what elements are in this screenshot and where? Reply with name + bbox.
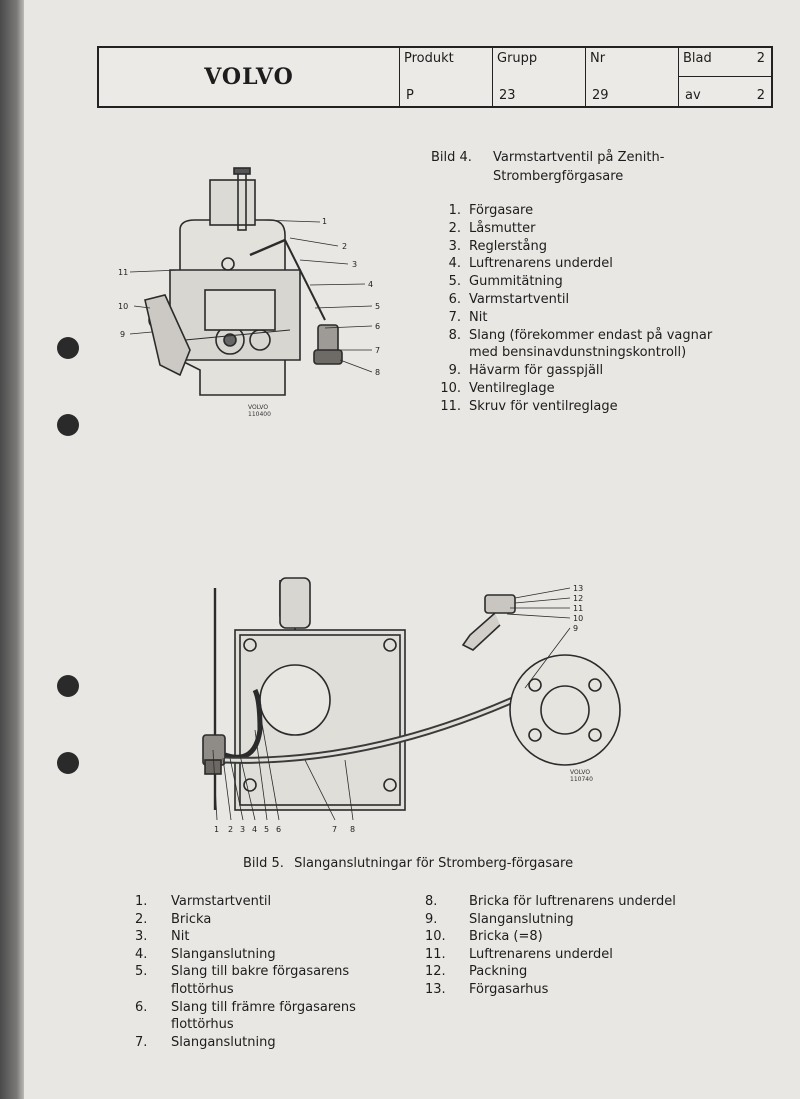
blad-label: Blad [683,51,712,66]
blad-cell: Blad 2 av 2 [679,48,771,106]
list-item: 9.Slanganslutning [425,911,574,927]
callout-10: 10 [118,302,128,311]
produkt-value: P [406,88,414,103]
figure-5-caption: Bild 5. Slanganslutningar för Stromberg-… [243,856,573,871]
callout-6: 6 [276,825,281,834]
callout-5: 5 [264,825,269,834]
callout-1: 1 [214,825,219,834]
figure-4-code: 110400 [248,411,271,418]
callout-4: 4 [368,280,373,289]
callout-2: 2 [342,242,347,251]
list-item: 1.Varmstartventil [135,894,272,909]
callout-3: 3 [352,260,357,269]
binder-edge [0,0,24,1099]
list-item: 10.Ventilreglage [440,380,555,396]
list-item: 9.Hävarm för gasspjäll [448,363,604,379]
figure-5-hose-connections-drawing: 13 12 11 10 9 1 2 3 4 5 6 7 8 VOLVO 1107… [202,577,621,834]
nr-cell: Nr 29 [586,48,679,106]
list-item: 2.Bricka [135,911,212,927]
callout-2: 2 [228,825,233,834]
figure-4-carburettor-drawing: 1 2 3 4 5 6 7 8 9 10 11 VOLVO 110400 [118,167,380,418]
list-item: 11.Luftrenarens underdel [425,946,613,962]
av-value: 2 [756,88,765,103]
list-item: 10.Bricka (=8) [425,929,543,945]
callout-4: 4 [252,825,257,834]
figure-5-legend-left: 1.Varmstartventil 2.Bricka 3.Nit 4.Slang… [135,893,385,1051]
list-item: 4.Slanganslutning [135,946,276,962]
brand-logo: VOLVO [99,48,400,106]
figure-5-code: 110740 [570,776,593,783]
blad-value: 2 [756,51,765,66]
figure-5-logo: VOLVO [570,769,590,776]
callout-11: 11 [118,268,128,277]
callout-8: 8 [375,368,380,377]
list-item: 6.Slang till främre förgasarens [135,999,356,1015]
produkt-label: Produkt [404,51,454,66]
figure-4-label: Bild 4. [431,150,472,165]
callout-9: 9 [573,624,578,633]
punch-hole [57,414,79,436]
list-item: 2.Låsmutter [448,220,536,236]
list-item: med bensinavdunstningskontroll) [469,345,687,361]
list-item: 13.Förgasarhus [425,981,549,997]
callout-12: 12 [573,594,583,603]
grupp-cell: Grupp 23 [493,48,586,106]
figure-5-title: Slanganslutningar för Stromberg-förgasar… [294,856,574,871]
figure-4-caption: Bild 4. Varmstartventil på Zenith- Stromb… [431,148,664,186]
list-item: flottörhus [171,1017,234,1033]
produkt-cell: Produkt P [400,48,493,106]
list-item: 4.Luftrenarens underdel [448,256,613,272]
list-item: 8.Slang (förekommer endast på vagnar [448,327,713,343]
callout-8: 8 [350,825,355,834]
list-item: 5.Gummitätning [448,274,563,290]
punch-hole [57,675,79,697]
nr-label: Nr [590,51,606,66]
list-item: 8.Bricka för luftrenarens underdel [425,894,676,909]
list-item: 1.Förgasare [448,203,534,218]
grupp-label: Grupp [497,51,538,66]
list-item: 7.Slanganslutning [135,1034,276,1050]
list-item: 11.Skruv för ventilreglage [440,398,618,414]
list-item: flottörhus [171,981,234,997]
callout-6: 6 [375,322,380,331]
av-label: av [685,88,701,103]
figure-4-logo: VOLVO [248,404,268,411]
callout-5: 5 [375,302,380,311]
callout-9: 9 [120,330,125,339]
document-header: VOLVO Produkt P Grupp 23 Nr 29 Blad 2 av… [97,46,773,108]
figure-5-legend-right: 8.Bricka för luftrenarens underdel 9.Sla… [425,893,705,999]
list-item: 3.Nit [135,929,190,945]
list-item: 7.Nit [448,309,488,325]
callout-11: 11 [573,604,583,613]
list-item: 5.Slang till bakre förgasarens [135,964,350,980]
list-item: 3.Reglerstång [448,238,547,254]
callout-13: 13 [573,584,583,593]
callout-1: 1 [322,217,327,226]
nr-value: 29 [592,88,609,103]
list-item: 6.Varmstartventil [448,291,570,307]
callout-3: 3 [240,825,245,834]
punch-hole [57,337,79,359]
list-item: 12.Packning [425,964,528,980]
grupp-value: 23 [499,88,516,103]
callout-10: 10 [573,614,583,623]
figure-4-legend: 1.Förgasare 2.Låsmutter 3.Reglerstång 4.… [431,202,771,416]
callout-7: 7 [375,346,380,355]
punch-hole [57,752,79,774]
figure-4-title-line2: Strombergförgasare [493,169,624,184]
figure-4-title-line1: Varmstartventil på Zenith- [493,150,665,165]
callout-7: 7 [332,825,337,834]
figure-5-label: Bild 5. [243,856,284,871]
